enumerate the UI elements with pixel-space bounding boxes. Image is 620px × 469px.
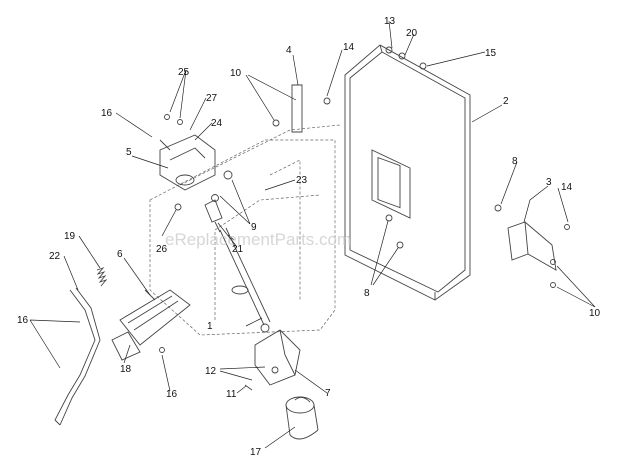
bracket-strip (272, 84, 331, 133)
cylinder-part (285, 396, 319, 440)
callout-25: 25 (178, 67, 190, 78)
callout-9: 9 (251, 222, 257, 233)
callout-11: 11 (226, 389, 237, 400)
callout-23: 23 (296, 175, 308, 186)
lower-bracket (244, 323, 301, 391)
leader-lines (29, 20, 596, 449)
callout-27: 27 (206, 93, 218, 104)
callout-10a: 10 (230, 68, 242, 79)
callout-4: 4 (286, 45, 292, 56)
callout-26: 26 (156, 244, 168, 255)
callout-16a: 16 (101, 108, 113, 119)
callout-6: 6 (117, 249, 123, 260)
shaft-rod (219, 227, 271, 326)
panel-fasteners (385, 214, 404, 249)
callout-20: 20 (406, 28, 418, 39)
callout-3: 3 (546, 177, 552, 188)
spring (96, 267, 108, 287)
callout-8a: 8 (512, 156, 518, 167)
long-rod (54, 287, 101, 426)
callout-2: 2 (503, 96, 509, 107)
callout-19: 19 (64, 231, 76, 242)
callout-16b: 16 (17, 315, 29, 326)
linkage-assembly (159, 114, 233, 211)
callout-17: 17 (250, 447, 262, 458)
watermark: eReplacementParts.com (165, 230, 351, 249)
pedal-assembly (111, 289, 191, 361)
callout-15: 15 (485, 48, 497, 59)
panel-plate (344, 44, 471, 301)
callout-8b: 8 (364, 288, 370, 299)
callout-22: 22 (49, 251, 61, 262)
small-bracket (494, 204, 570, 288)
callout-10b: 10 (589, 308, 601, 319)
callout-7: 7 (325, 388, 331, 399)
callout-5: 5 (126, 147, 132, 158)
callout-12: 12 (205, 366, 217, 377)
callout-14a: 14 (343, 42, 355, 53)
callout-14b: 14 (561, 182, 573, 193)
callout-21: 21 (232, 244, 244, 255)
callout-18: 18 (120, 364, 132, 375)
callout-1: 1 (207, 321, 213, 332)
callout-labels: 1 2 3 4 5 6 7 8 8 9 10 10 11 12 13 14 14… (17, 16, 601, 458)
callout-24: 24 (211, 118, 223, 129)
callout-16c: 16 (166, 389, 178, 400)
bolt (204, 199, 223, 233)
callout-13: 13 (384, 16, 396, 27)
